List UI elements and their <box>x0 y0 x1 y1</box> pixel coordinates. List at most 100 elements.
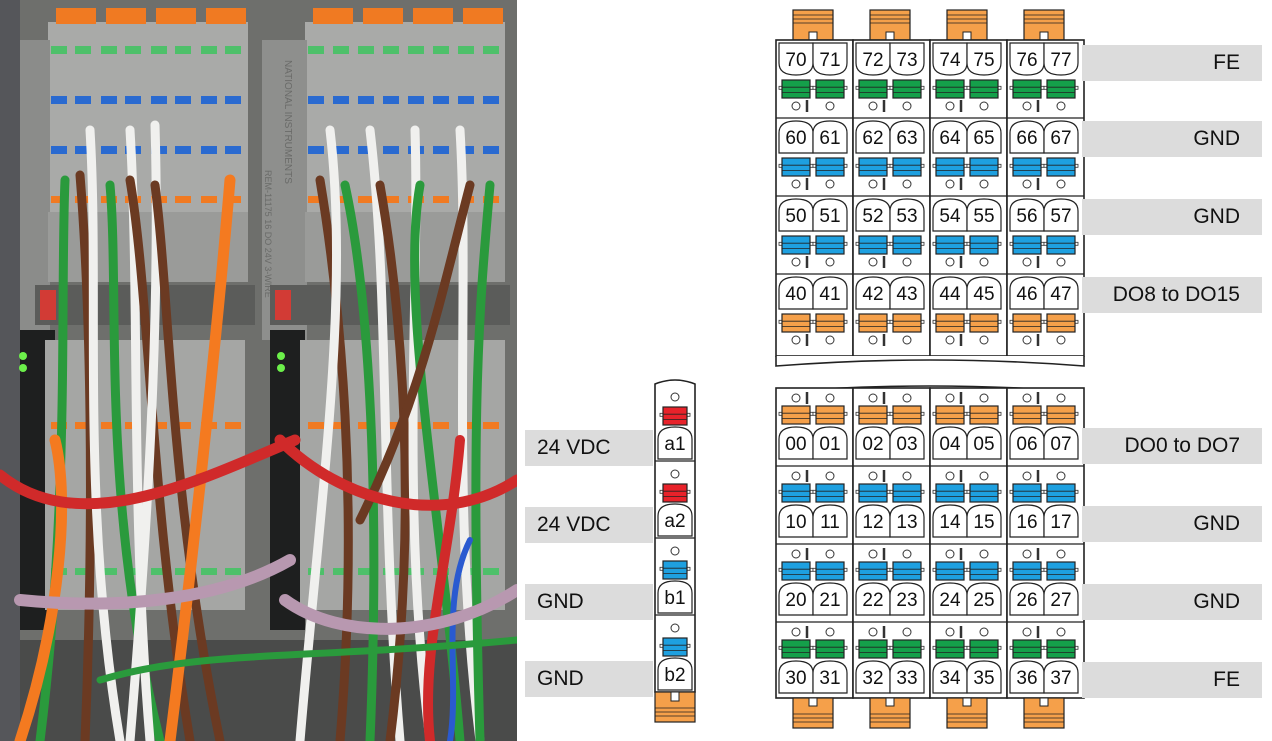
blue-lever-icon[interactable] <box>815 235 845 255</box>
blue-lever-icon[interactable] <box>1046 157 1076 177</box>
orange-lever-icon[interactable] <box>969 313 999 333</box>
blue-lever-icon[interactable] <box>1012 561 1042 581</box>
blue-lever-icon[interactable] <box>1046 561 1076 581</box>
blue-lever-icon[interactable] <box>858 483 888 503</box>
blue-lever-icon[interactable] <box>815 483 845 503</box>
test-hole-icon <box>868 549 878 559</box>
signal-label: GND <box>537 590 584 613</box>
release-tab-icon[interactable] <box>869 697 911 729</box>
blue-lever-icon[interactable] <box>969 235 999 255</box>
photo-green-lever <box>408 46 424 54</box>
photo-green-lever <box>101 46 117 54</box>
photo-orange-tab <box>206 8 246 24</box>
blue-lever-icon[interactable] <box>781 561 811 581</box>
green-lever-icon[interactable] <box>815 639 845 659</box>
blue-lever-icon[interactable] <box>969 483 999 503</box>
photo-green-lever <box>383 46 399 54</box>
orange-lever-icon[interactable] <box>969 405 999 425</box>
orange-lever-icon[interactable] <box>815 313 845 333</box>
orange-lever-icon[interactable] <box>1012 405 1042 425</box>
orange-lever-icon[interactable] <box>935 405 965 425</box>
release-tab-icon[interactable] <box>1023 697 1065 729</box>
photo-blue-lever <box>225 96 241 104</box>
green-lever-icon[interactable] <box>969 639 999 659</box>
blue-lever-icon[interactable] <box>892 235 922 255</box>
release-tab-icon[interactable] <box>946 697 988 729</box>
blue-lever-icon[interactable] <box>892 157 922 177</box>
green-lever-icon[interactable] <box>935 639 965 659</box>
blue-lever-icon[interactable] <box>935 157 965 177</box>
green-lever-icon[interactable] <box>935 79 965 99</box>
blue-lever-icon[interactable] <box>662 637 688 657</box>
orange-lever-icon[interactable] <box>781 405 811 425</box>
blue-lever-icon[interactable] <box>781 235 811 255</box>
green-lever-icon[interactable] <box>892 79 922 99</box>
green-lever-icon[interactable] <box>858 79 888 99</box>
blue-lever-icon[interactable] <box>815 561 845 581</box>
terminal-number: a1 <box>664 434 685 455</box>
photo-green-lever <box>75 568 91 575</box>
blue-lever-icon[interactable] <box>781 483 811 503</box>
blue-lever-icon[interactable] <box>858 561 888 581</box>
blue-lever-icon[interactable] <box>935 483 965 503</box>
test-hole-icon <box>945 471 955 481</box>
blue-lever-icon[interactable] <box>969 157 999 177</box>
green-lever-icon[interactable] <box>1012 79 1042 99</box>
orange-lever-icon[interactable] <box>892 313 922 333</box>
blue-lever-icon[interactable] <box>1012 157 1042 177</box>
release-tab-icon[interactable] <box>792 9 834 41</box>
blue-lever-icon[interactable] <box>781 157 811 177</box>
green-lever-icon[interactable] <box>1046 79 1076 99</box>
blue-lever-icon[interactable] <box>892 483 922 503</box>
blue-lever-icon[interactable] <box>935 561 965 581</box>
orange-lever-icon[interactable] <box>858 405 888 425</box>
green-lever-icon[interactable] <box>969 79 999 99</box>
release-tab-icon[interactable] <box>1023 9 1065 41</box>
test-hole-icon <box>902 471 912 481</box>
blue-lever-icon[interactable] <box>1046 483 1076 503</box>
blue-lever-icon[interactable] <box>1012 483 1042 503</box>
led-uo-2 <box>277 364 285 372</box>
orange-lever-icon[interactable] <box>815 405 845 425</box>
photo-blue-lever <box>175 146 191 154</box>
green-lever-icon[interactable] <box>892 639 922 659</box>
green-lever-icon[interactable] <box>815 79 845 99</box>
blue-lever-icon[interactable] <box>969 561 999 581</box>
blue-lever-icon[interactable] <box>1012 235 1042 255</box>
green-lever-icon[interactable] <box>858 639 888 659</box>
photo-blue-lever <box>201 96 217 104</box>
test-hole-icon <box>1056 627 1066 637</box>
blue-lever-icon[interactable] <box>1046 235 1076 255</box>
signal-label: GND <box>1193 127 1240 150</box>
release-tab-icon[interactable] <box>654 691 696 723</box>
blue-lever-icon[interactable] <box>858 235 888 255</box>
green-lever-icon[interactable] <box>781 639 811 659</box>
red-lever-icon[interactable] <box>662 483 688 503</box>
blue-lever-icon[interactable] <box>858 157 888 177</box>
orange-lever-icon[interactable] <box>1012 313 1042 333</box>
blue-lever-icon[interactable] <box>815 157 845 177</box>
blue-lever-icon[interactable] <box>892 561 922 581</box>
green-lever-icon[interactable] <box>781 79 811 99</box>
orange-lever-icon[interactable] <box>892 405 922 425</box>
orange-lever-icon[interactable] <box>1046 405 1076 425</box>
orange-lever-icon[interactable] <box>935 313 965 333</box>
orange-lever-icon[interactable] <box>858 313 888 333</box>
terminal-number: 44 <box>939 284 961 305</box>
test-hole-icon <box>1022 627 1032 637</box>
terminal-number: 30 <box>785 668 806 689</box>
blue-lever-icon[interactable] <box>935 235 965 255</box>
photo-orange-tab <box>363 8 403 24</box>
release-tab-icon[interactable] <box>946 9 988 41</box>
green-lever-icon[interactable] <box>1046 639 1076 659</box>
green-lever-icon[interactable] <box>1012 639 1042 659</box>
red-lever-icon[interactable] <box>662 406 688 426</box>
orange-lever-icon[interactable] <box>1046 313 1076 333</box>
terminal-number: 27 <box>1050 590 1071 611</box>
test-hole-icon <box>1022 393 1032 403</box>
release-tab-icon[interactable] <box>869 9 911 41</box>
release-tab-icon[interactable] <box>792 697 834 729</box>
blue-lever-icon[interactable] <box>662 560 688 580</box>
orange-lever-icon[interactable] <box>781 313 811 333</box>
